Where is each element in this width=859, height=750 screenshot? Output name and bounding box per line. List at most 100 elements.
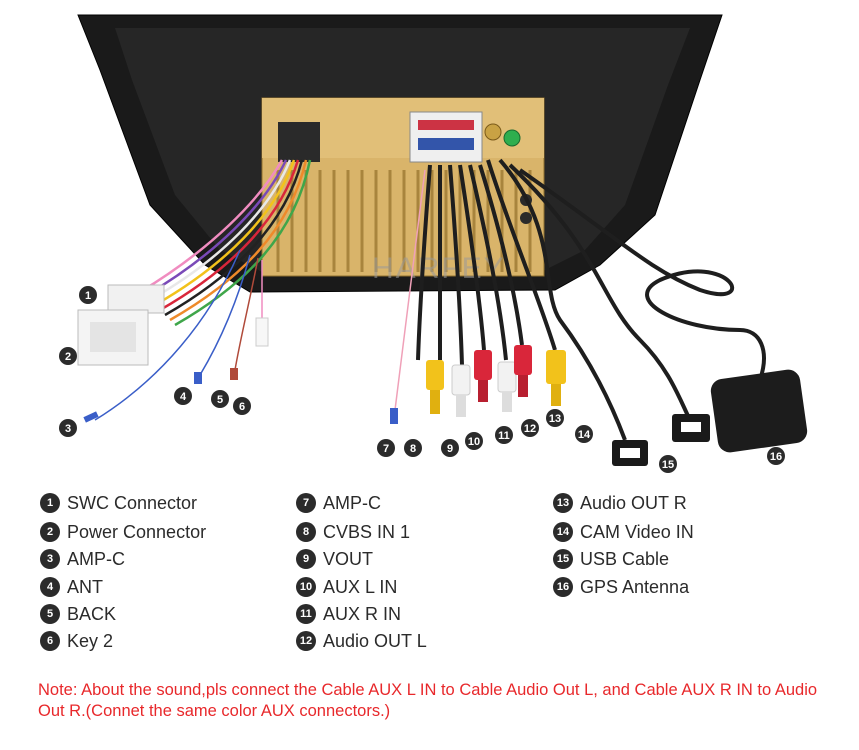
usb-port-2 [520,212,532,224]
legend-item-14: 14 CAM Video IN [553,521,694,543]
av-socket-pins-lower [418,138,474,150]
thin-wires-left [94,249,263,421]
sound-connection-note: Note: About the sound,pls connect the Ca… [38,681,818,720]
legend-badge: 12 [296,631,316,651]
swc-connector [107,284,165,314]
svg-text:1: 1 [85,290,91,302]
svg-text:4: 4 [180,391,187,403]
legend-badge: 10 [296,577,316,597]
svg-text:14: 14 [578,429,591,441]
legend-label: SWC Connector [67,492,198,513]
rca-plug-aux-l [474,350,492,402]
usb-plug-2-port [681,422,701,432]
power-connector-face [90,322,136,352]
legend-badge: 16 [553,577,573,597]
legend-badge: 7 [296,493,316,513]
wire-bundle-left [139,159,312,327]
legend-badge: 11 [296,604,316,624]
legend-badge: 5 [40,604,60,624]
legend-item-7: 7 AMP-C [296,492,381,514]
legend-badge: 8 [296,522,316,542]
legend-label: GPS Antenna [580,576,690,597]
legend-badge: 3 [40,549,60,569]
legend-label: AUX L IN [323,576,398,597]
svg-text:7: 7 [383,443,389,455]
callout-14: 14 [575,425,593,443]
legend-item-9: 9 VOUT [296,548,373,570]
svg-text:8: 8 [410,443,416,455]
legend-item-16: 16 GPS Antenna [553,576,689,598]
av-socket-pins [418,120,474,130]
legend-item-2: 2 Power Connector [40,521,206,543]
legend-label: CVBS IN 1 [323,521,411,542]
callout-1: 1 [79,286,97,304]
svg-text:9: 9 [447,443,453,455]
callout-6: 6 [233,397,251,415]
svg-text:12: 12 [524,423,536,435]
svg-text:3: 3 [65,423,71,435]
gps-antenna-puck [710,369,808,453]
antenna-jack [484,123,502,141]
svg-text:6: 6 [239,401,245,413]
svg-text:15: 15 [662,459,674,471]
callout-10: 10 [465,432,483,450]
callout-15: 15 [659,455,677,473]
legend-badge: 14 [553,522,573,542]
ant-wire-end [194,372,202,384]
callout-4: 4 [174,387,192,405]
legend-badge: 2 [40,522,60,542]
legend-item-8: 8 CVBS IN 1 [296,521,410,543]
rca-cables [416,159,557,366]
legend-item-5: 5 BACK [40,603,116,625]
svg-text:13: 13 [549,413,561,425]
legend-item-10: 10 AUX L IN [296,576,397,598]
svg-text:2: 2 [65,351,71,363]
legend-label: AMP-C [67,548,125,569]
legend-item-4: 4 ANT [40,576,103,598]
svg-text:5: 5 [217,394,223,406]
amp-c-wire-end [83,411,99,423]
callout-12: 12 [521,419,539,437]
legend-label: Key 2 [67,630,114,651]
callout-8: 8 [404,439,422,457]
back-wire-end [230,368,238,380]
usb-plug-1-port [620,448,640,458]
callout-7: 7 [377,439,395,457]
legend-label: BACK [67,603,117,624]
legend-label: Audio OUT R [580,492,687,513]
av-socket-block [409,111,483,163]
usb-gps-cables [498,158,766,441]
legend-label: VOUT [323,548,374,569]
callout-2: 2 [59,347,77,365]
main-harness-socket [278,122,320,162]
legend-label: AMP-C [323,492,381,513]
power-connector [77,309,149,366]
svg-text:11: 11 [498,430,510,442]
rca-plug-aux-r [497,361,517,412]
legend-label: Power Connector [67,521,207,542]
callout-11: 11 [495,426,513,444]
gps-jack [503,129,521,147]
callout-5: 5 [211,390,229,408]
legend-badge: 4 [40,577,60,597]
legend-badge: 9 [296,549,316,569]
callout-3: 3 [59,419,77,437]
svg-text:16: 16 [770,451,782,463]
pink-wire [394,169,426,411]
legend-label: CAM Video IN [580,521,694,542]
rca-plug-cam [546,350,566,406]
brand-watermark: HARFEY [372,252,506,285]
legend-label: USB Cable [580,548,670,569]
legend-label: ANT [67,576,103,597]
callout-9: 9 [441,439,459,457]
svg-text:10: 10 [468,436,480,448]
legend-item-12: 12 Audio OUT L [296,630,427,652]
legend-item-13: 13 Audio OUT R [553,492,687,514]
legend-badge: 13 [553,493,573,513]
legend-label: Audio OUT L [323,630,427,651]
callout-13: 13 [546,409,564,427]
